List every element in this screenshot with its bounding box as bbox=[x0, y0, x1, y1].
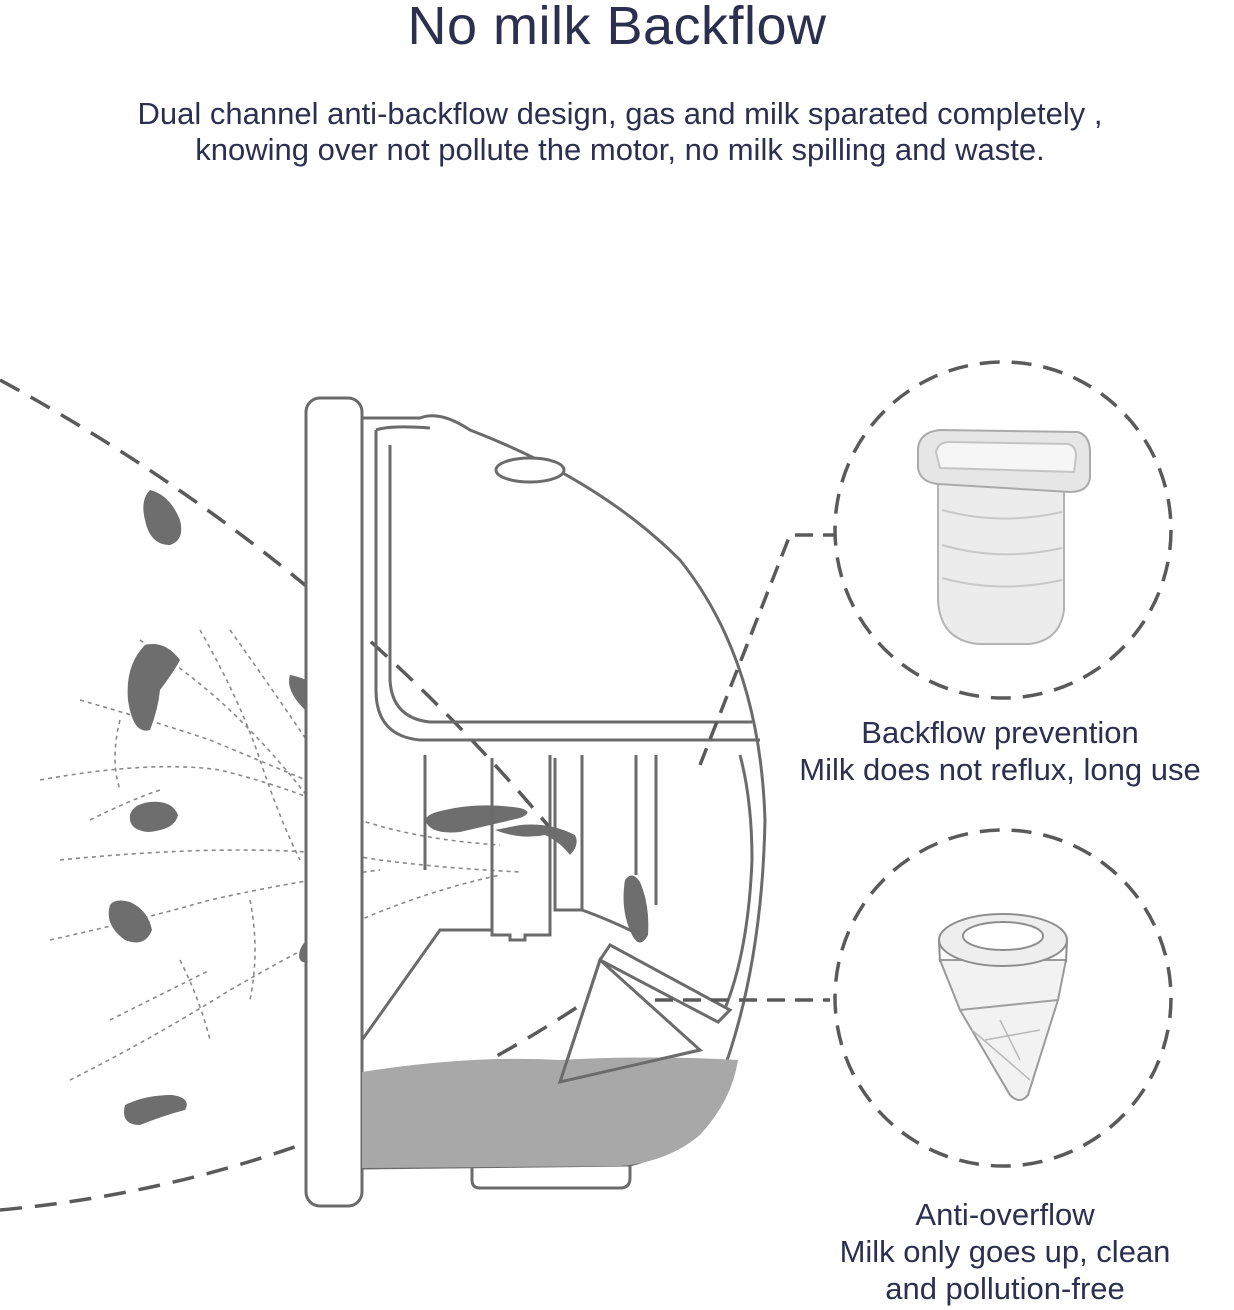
valve-outline bbox=[557, 959, 701, 1085]
anti-overflow-description-1: Milk only goes up, clean bbox=[839, 1234, 1171, 1269]
milk-droplets bbox=[108, 490, 649, 1125]
backflow-caption: Backflow prevention Milk does not reflux… bbox=[760, 714, 1234, 788]
backflow-valve-icon bbox=[917, 428, 1091, 645]
anti-overflow-description-2: and pollution-free bbox=[885, 1271, 1125, 1306]
backflow-description: Milk does not reflux, long use bbox=[799, 752, 1201, 787]
milk-duct-branches bbox=[39, 629, 521, 1081]
subtitle-line-2: knowing over not pollute the motor, no m… bbox=[195, 132, 1045, 167]
anti-overflow-caption: Anti-overflow Milk only goes up, clean a… bbox=[780, 1196, 1230, 1307]
page-title: No milk Backflow bbox=[407, 0, 827, 56]
backflow-title: Backflow prevention bbox=[861, 715, 1139, 750]
anti-overflow-title: Anti-overflow bbox=[915, 1197, 1095, 1232]
air-vent bbox=[494, 456, 566, 484]
collected-milk bbox=[362, 1057, 738, 1168]
callout-circles bbox=[833, 360, 1173, 1168]
anti-overflow-valve-icon bbox=[938, 913, 1068, 1101]
subtitle-line-1: Dual channel anti-backflow design, gas a… bbox=[137, 96, 1103, 131]
callout-connectors bbox=[655, 533, 835, 1002]
page-subtitle: Dual channel anti-backflow design, gas a… bbox=[40, 96, 1200, 168]
